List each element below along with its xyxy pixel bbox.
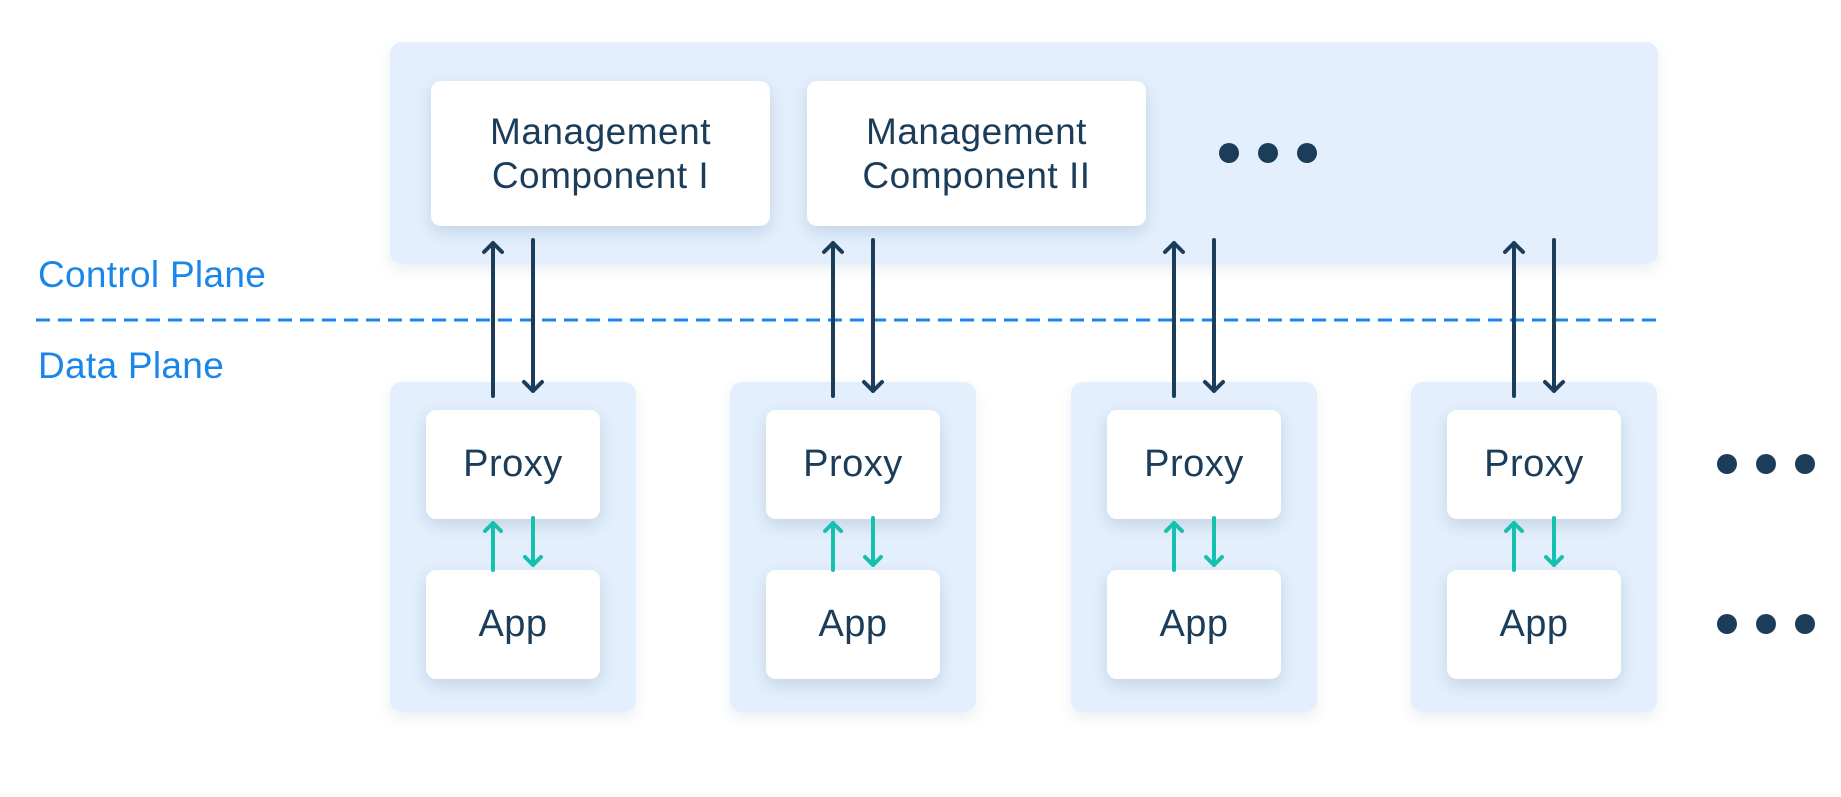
- arrow-up-icon: [823, 521, 843, 572]
- arrow-down-icon: [1203, 238, 1225, 393]
- arrow-up-icon: [822, 241, 844, 398]
- local-arrow-pair-4: [1504, 516, 1564, 572]
- more-proxies-ellipsis-icon: [1717, 454, 1815, 474]
- local-arrow-pair-3: [1164, 516, 1224, 572]
- arrow-down-icon: [862, 238, 884, 393]
- proxy-box-1: Proxy: [426, 410, 600, 519]
- app-box-3: App: [1107, 570, 1281, 679]
- arrow-down-icon: [1544, 516, 1564, 567]
- app-box-2: App: [766, 570, 940, 679]
- arrow-up-icon: [1504, 521, 1524, 572]
- management-component-2: Management Component II: [807, 81, 1146, 226]
- proxy-box-2: Proxy: [766, 410, 940, 519]
- control-arrow-pair-3: [1163, 238, 1225, 398]
- arrow-up-icon: [1163, 241, 1185, 398]
- arrow-down-icon: [1543, 238, 1565, 393]
- arrow-up-icon: [1164, 521, 1184, 572]
- local-arrow-pair-2: [823, 516, 883, 572]
- management-component-2-line2: Component II: [862, 154, 1091, 196]
- arrow-up-icon: [483, 521, 503, 572]
- data-plane-label: Data Plane: [38, 345, 225, 386]
- arrow-down-icon: [523, 516, 543, 567]
- app-box-1: App: [426, 570, 600, 679]
- control-arrow-pair-2: [822, 238, 884, 398]
- more-apps-ellipsis-icon: [1717, 614, 1815, 634]
- proxy-box-4: Proxy: [1447, 410, 1621, 519]
- arrow-up-icon: [1503, 241, 1525, 398]
- arrow-down-icon: [863, 516, 883, 567]
- management-component-1: Management Component I: [431, 81, 770, 226]
- control-arrow-pair-1: [482, 238, 544, 398]
- more-management-ellipsis-icon: [1219, 143, 1317, 163]
- local-arrow-pair-1: [483, 516, 543, 572]
- control-plane-label: Control Plane: [38, 254, 267, 295]
- proxy-box-3: Proxy: [1107, 410, 1281, 519]
- management-component-1-line1: Management: [490, 110, 711, 152]
- management-component-2-line1: Management: [866, 110, 1087, 152]
- arrow-down-icon: [1204, 516, 1224, 567]
- management-component-1-line2: Component I: [491, 154, 710, 196]
- arrow-down-icon: [522, 238, 544, 393]
- arrow-up-icon: [482, 241, 504, 398]
- app-box-4: App: [1447, 570, 1621, 679]
- control-arrow-pair-4: [1503, 238, 1565, 398]
